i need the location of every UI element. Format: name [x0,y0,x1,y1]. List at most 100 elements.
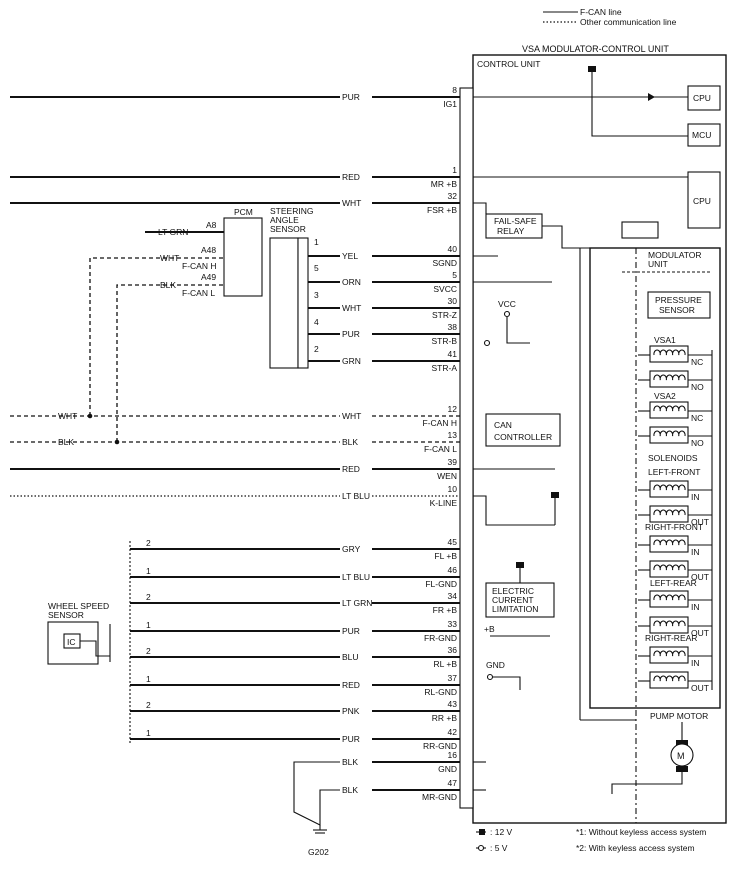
pin-45-number: 45 [448,537,458,547]
mcu-feed [591,97,688,137]
pin-38-name: STR-B [432,336,458,346]
pump-motor-brush-top [676,740,688,746]
wheel-pin-1-label-1: 1 [146,620,151,630]
pin-40-color: YEL [342,251,358,261]
ig1-diode [648,93,655,101]
vsa1-label: VSA1 [654,335,676,345]
solenoid-winding-0 [653,349,686,356]
pin-33-name: FR-GND [424,633,457,643]
line-legend: F-CAN line Other communication line [543,7,677,27]
v12-legend-label: : 12 V [490,827,513,837]
pin-38-number: 38 [448,322,458,332]
can-controller-label-2: CONTROLLER [494,432,552,442]
pin-39-number: 39 [448,457,458,467]
solenoid-box-2 [649,401,689,419]
solenoid-box-11 [649,671,689,689]
pin-40-number: 40 [448,244,458,254]
wheel-sensor-title-2: SENSOR [48,610,84,620]
solenoid-box-6 [649,535,689,553]
solenoid-coil-4: IN [638,480,712,502]
pin-32-number: 32 [448,191,458,201]
note-1: *1: Without keyless access system [576,827,706,837]
pin-34-color: LT GRN [342,598,372,608]
pin-41-number: 41 [448,349,458,359]
pcm-a49-label: A49 [201,272,216,282]
pin-12-color: WHT [342,411,361,421]
pcm-fcan-l-label: F-CAN L [182,288,215,298]
solenoid-box-5 [649,505,689,523]
pin-46-number: 46 [448,565,458,575]
solenoid-box-0 [649,345,689,363]
pin-1-color: RED [342,172,360,182]
pin-34-number: 34 [448,591,458,601]
pcm-module: PCM LT GRN A8 A48 WHT F-CAN H A49 BLK F-… [145,207,263,298]
pin-40-name: SGND [432,258,457,268]
solenoid-box-4 [649,480,689,498]
pcm-title: PCM [234,207,253,217]
ground-g202: G202 [293,761,340,857]
pin-41-name: STR-A [432,363,458,373]
pin-5-number: 5 [452,270,457,280]
pin-37-name: RL-GND [424,687,457,697]
pin-10-name: K-LINE [430,498,458,508]
fail-safe-label-1: FAIL-SAFE [494,216,537,226]
pin-33-number: 33 [448,619,458,629]
relay-driver-box [621,221,659,239]
pin-46-color: LT BLU [342,572,370,582]
wheel-pin-1-label-3: 1 [146,728,151,738]
steering-title-2: ANGLE [270,215,299,225]
pin-16-name: GND [438,764,457,774]
modulator-unit-label-1: MODULATOR [648,250,702,260]
vcc-pullup [506,317,530,344]
solenoid-winding-2 [653,405,686,412]
solenoid-winding-8 [653,594,686,601]
pump-motor-brush-bottom [676,766,688,772]
vcc-label: VCC [498,299,516,309]
mcu-box [687,123,721,147]
pin-37-color: RED [342,680,360,690]
pin-36-number: 36 [448,645,458,655]
solenoid-coil-8: IN [638,590,712,612]
v5-legend-symbol [477,844,485,852]
left-power-wires [10,96,340,497]
steering-pin-4: 4 [314,317,319,327]
pin-42-color: PUR [342,734,360,744]
pin-8-color: PUR [342,92,360,102]
pin-47-color: BLK [342,785,358,795]
can-controller-label-1: CAN [494,420,512,430]
v12-legend-symbol [479,829,485,835]
v12-source-kline [551,492,559,498]
wheel-pin-1-label-0: 1 [146,566,151,576]
pin-13-color: BLK [342,437,358,447]
solenoid-coil-10: IN [638,646,712,668]
left-wht-label: WHT [58,411,77,421]
ground-label: G202 [308,847,329,857]
pin-30-number: 30 [448,296,458,306]
pressure-sensor-label-2: SENSOR [659,305,695,315]
solenoid-winding-7 [653,564,686,571]
solenoid-winding-3 [653,430,686,437]
pin-8-number: 8 [452,85,457,95]
solenoid-coil-2: NC [638,401,712,423]
solenoid-tag-9: OUT [691,628,709,638]
pin-16-number: 16 [448,750,458,760]
right-front-label: RIGHT-FRONT [645,522,703,532]
solenoid-box-9 [649,616,689,634]
can-high-branch [89,257,224,416]
pin-12-name: F-CAN H [423,418,457,428]
pin-8-name: IG1 [443,99,457,109]
vsa-connector [459,87,474,809]
current-limitation-label-3: LIMITATION [492,604,538,614]
